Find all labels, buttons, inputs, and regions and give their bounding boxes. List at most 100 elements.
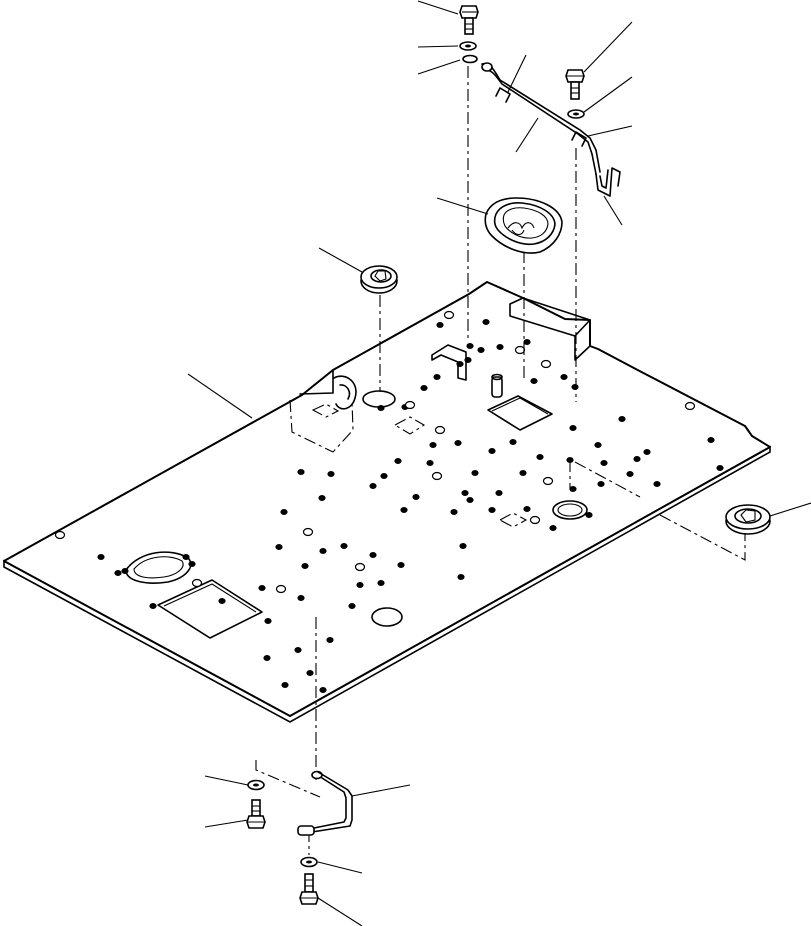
lower-washer-left	[247, 779, 265, 791]
bolt-hole	[529, 515, 541, 525]
bolt-hole	[488, 507, 496, 514]
bolt-hole	[264, 617, 272, 624]
bolt-hole	[404, 400, 416, 410]
bolt-hole	[716, 465, 724, 472]
bolt-hole	[495, 490, 503, 497]
bolt-hole	[496, 344, 504, 351]
bolt-hole	[191, 578, 203, 588]
grommet-right	[725, 504, 771, 535]
bolt-hole	[707, 437, 715, 444]
bolt-hole	[412, 494, 420, 501]
bolt-hole	[536, 454, 544, 461]
bolt-hole	[377, 579, 385, 586]
bolt-hole	[377, 405, 385, 412]
lower-washer-right	[300, 856, 318, 868]
bolt-hole	[519, 470, 527, 477]
floor-plate	[3, 281, 771, 723]
assembly-lines	[255, 66, 746, 855]
bolt-hole	[443, 310, 455, 320]
bolt-hole	[275, 584, 287, 594]
bolt-hole	[319, 547, 327, 554]
plate-bolt-holes	[54, 310, 724, 693]
bolt-hole	[597, 481, 605, 488]
plate-openings	[125, 373, 588, 639]
lower-harness-rod	[297, 770, 353, 836]
bolt-hole	[114, 569, 122, 576]
bolt-hole	[297, 469, 305, 476]
bolt-hole	[280, 509, 288, 516]
bolt-hole	[340, 542, 348, 549]
bolt-hole	[523, 506, 531, 513]
top-washer-right	[567, 109, 585, 119]
top-bolt-left	[459, 5, 479, 35]
bolt-hole	[477, 347, 485, 354]
bolt-hole	[294, 646, 302, 653]
bolt-hole	[514, 345, 526, 355]
bolt-hole	[459, 542, 467, 549]
bolt-hole	[281, 681, 289, 688]
bolt-hole	[436, 322, 444, 329]
bolt-hole	[318, 495, 326, 502]
bolt-hole	[488, 448, 496, 455]
bolt-hole	[456, 361, 464, 368]
bolt-hole	[684, 401, 696, 411]
bolt-hole	[542, 476, 554, 486]
bolt-hole	[454, 440, 462, 447]
bolt-hole	[633, 456, 641, 463]
bolt-hole	[394, 458, 402, 465]
bolt-hole	[420, 385, 428, 392]
bolt-hole	[540, 359, 552, 369]
bolt-hole	[571, 384, 579, 391]
bolt-hole	[182, 553, 190, 560]
bolt-hole	[327, 471, 335, 478]
bolt-hole	[369, 551, 377, 558]
lower-bolt-right	[299, 873, 319, 905]
bolt-hole	[354, 562, 366, 572]
bolt-hole	[450, 509, 458, 516]
square-seal	[484, 197, 563, 254]
bolt-hole	[149, 602, 157, 609]
bolt-hole	[306, 669, 314, 676]
bolt-hole	[594, 442, 602, 449]
bolt-hole	[461, 490, 469, 497]
top-washer-left-2	[462, 54, 478, 64]
bolt-hole	[466, 497, 474, 504]
bolt-hole	[297, 594, 305, 601]
bolt-hole	[380, 473, 388, 480]
bolt-hole	[471, 470, 479, 477]
harness-clamp-rod	[481, 62, 621, 197]
bolt-hole	[653, 481, 661, 488]
bolt-hole	[301, 562, 309, 569]
top-bolt-right	[565, 69, 585, 100]
lower-bolt-left	[246, 799, 266, 829]
bolt-hole	[618, 416, 626, 423]
bolt-hole	[434, 425, 446, 435]
leader-lines	[187, 0, 811, 926]
bolt-hole	[263, 654, 271, 661]
top-washer-left	[459, 41, 477, 51]
bolt-hole	[356, 581, 364, 588]
bolt-hole	[600, 460, 608, 467]
bolt-hole	[302, 527, 314, 537]
bolt-hole	[569, 425, 577, 432]
bolt-hole	[426, 460, 434, 467]
bolt-hole	[429, 442, 437, 449]
bolt-hole	[54, 530, 66, 540]
bolt-hole	[188, 560, 196, 567]
bolt-hole	[431, 471, 443, 481]
bolt-hole	[530, 378, 538, 385]
bolt-hole	[218, 597, 226, 604]
bolt-hole	[464, 357, 472, 364]
bolt-hole	[400, 507, 408, 514]
bolt-hole	[549, 524, 557, 531]
bolt-hole	[569, 486, 577, 493]
bolt-hole	[560, 374, 568, 381]
bolt-hole	[585, 511, 593, 518]
bolt-hole	[97, 553, 105, 560]
bolt-hole	[643, 449, 651, 456]
bolt-hole	[433, 374, 441, 381]
bolt-hole	[457, 573, 465, 580]
bolt-hole	[466, 343, 474, 350]
bolt-hole	[626, 471, 634, 478]
